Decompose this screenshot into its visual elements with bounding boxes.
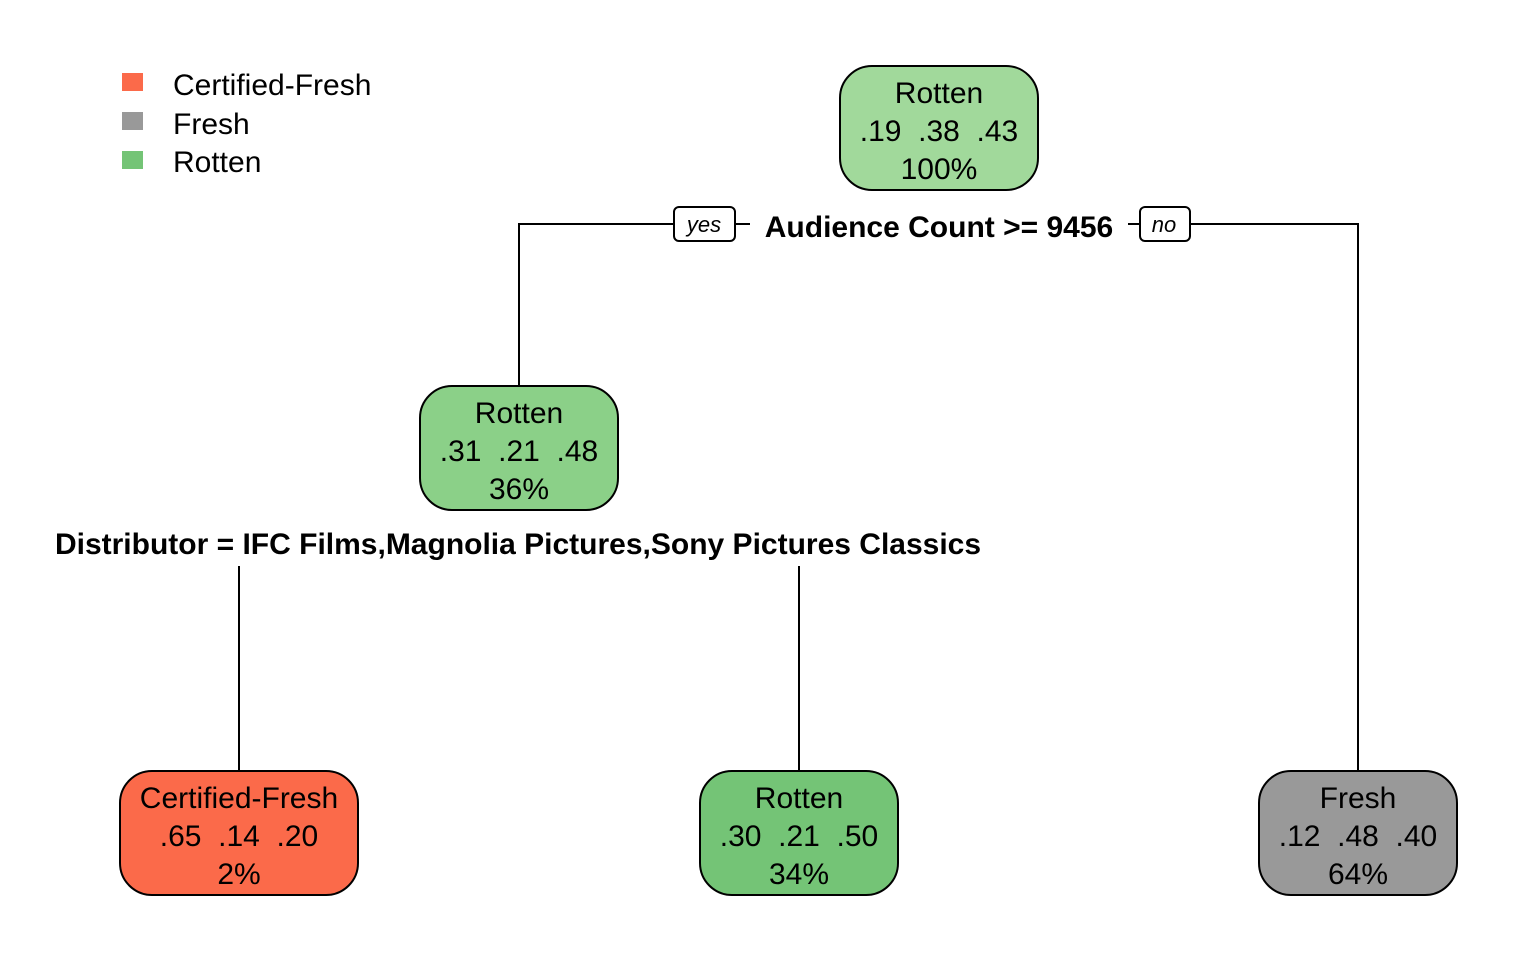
yes-label: yes — [685, 212, 721, 237]
node-class: Rotten — [475, 397, 563, 430]
node-probs: .65 .14 .20 — [160, 820, 318, 853]
root-split-label: Audience Count >= 9456 — [765, 211, 1113, 244]
legend: Certified-Fresh Fresh Rotten — [122, 69, 371, 179]
node-root: Rotten .19 .38 .43 100% — [839, 65, 1039, 191]
node-class: Certified-Fresh — [140, 782, 338, 815]
edge-root-left — [518, 223, 674, 386]
legend-label: Rotten — [173, 146, 261, 179]
leaf-fresh: Fresh .12 .48 .40 64% — [1258, 770, 1458, 896]
legend-label: Certified-Fresh — [173, 69, 371, 102]
node-left: Rotten .31 .21 .48 36% — [419, 385, 619, 511]
node-percent: 100% — [901, 153, 978, 186]
legend-swatch-fresh — [122, 112, 143, 130]
node-probs: .31 .21 .48 — [440, 435, 598, 468]
no-label: no — [1152, 212, 1176, 237]
legend-label: Fresh — [173, 108, 250, 141]
edge-root-right — [1190, 223, 1359, 771]
node-percent: 64% — [1328, 858, 1388, 891]
node-class: Rotten — [755, 782, 843, 815]
node-probs: .19 .38 .43 — [860, 115, 1018, 148]
legend-swatch-rotten — [122, 151, 143, 169]
node-probs: .30 .21 .50 — [720, 820, 878, 853]
leaf-certified-fresh: Certified-Fresh .65 .14 .20 2% — [119, 770, 359, 896]
node-class: Fresh — [1320, 782, 1397, 815]
leaf-rotten: Rotten .30 .21 .50 34% — [699, 770, 899, 896]
legend-swatch-certified-fresh — [122, 73, 143, 91]
node-percent: 34% — [769, 858, 829, 891]
node-probs: .12 .48 .40 — [1279, 820, 1437, 853]
left-split-label: Distributor = IFC Films,Magnolia Picture… — [55, 528, 981, 561]
node-percent: 36% — [489, 473, 549, 506]
no-label-box — [1139, 206, 1191, 242]
node-class: Rotten — [895, 77, 983, 110]
yes-label-box — [673, 206, 736, 242]
node-percent: 2% — [217, 858, 260, 891]
